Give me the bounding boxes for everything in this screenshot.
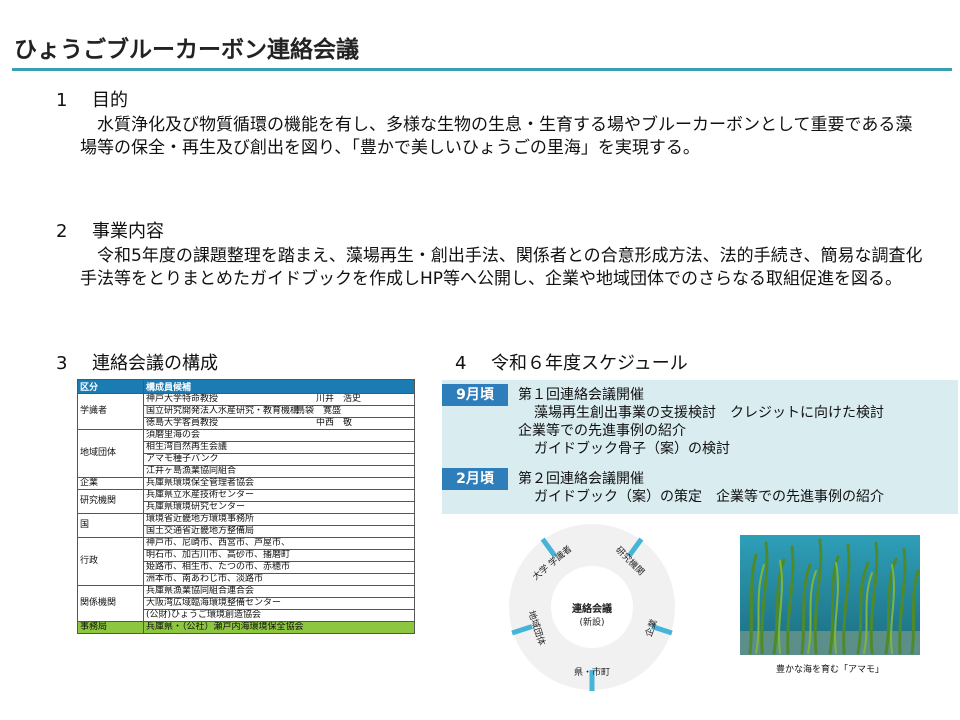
member-cell: 兵庫県・（公社）瀬戸内海環境保全協会 [143,621,415,634]
member-organization: 相生湾自然再生会議 [146,442,228,453]
organization-diagram: 連絡会議 (新設) 研究機関 企業 県・市町 地域団体 大学 学識者 [509,524,675,691]
member-organization: 兵庫県立水産技術センター [146,490,255,501]
member-organization: 兵庫県環境研究センター [146,502,246,513]
section-number: 3 [56,353,68,374]
member-organization: 兵庫県・（公社）瀬戸内海環境保全協会 [146,622,304,633]
member-organization: (公財)ひょうご環境創造協会 [146,610,262,621]
table-row: 事務局兵庫県・（公社）瀬戸内海環境保全協会 [77,621,415,634]
member-organization: 神戸大学特命教授 [146,394,219,405]
section-1-body: 水質浄化及び物質循環の機能を有し、多様な生物の生息・生育する場やブルーカーボンと… [80,115,913,158]
member-organization: 国立研究開発法人水産研究・教育機構 [146,406,300,417]
table-row: 国環境省近畿地方環境事務所 [77,513,415,538]
schedule-line: ガイドブック（案）の策定 企業等での先進事例の紹介 [534,489,884,505]
member-organization: 国土交通省近畿地方整備局 [146,526,255,537]
member-organization: 洲本市、南あわじ市、淡路市 [146,574,264,585]
table-row: 行政神戸市、尼崎市、西宮市、芦屋市、 [77,537,415,586]
month-badge: 9月頃 [442,384,508,406]
table-row: 地域団体須磨里海の会 [77,429,415,478]
section-1-heading: 1 目的 [56,86,128,112]
member-organization: 大阪湾広域臨海環境整備センター [146,598,282,609]
section-title: 目的 [92,90,128,111]
section-4-heading: 4 令和６年度スケジュール [455,349,688,375]
schedule-details: 第１回連絡会議開催 藻場再生創出事業の支援検討 クレジットに向けた検討 企業等で… [518,386,884,458]
segment-separators [511,537,673,691]
schedule-line: 第１回連絡会議開催 [518,387,644,403]
section-title: 事業内容 [92,221,164,242]
member-cell: 明石市、加古川市、高砂市、播磨町 [143,549,415,562]
title-underline [12,68,952,71]
category-cell: 学識者 [77,393,144,430]
category-cell: 地域団体 [77,429,144,478]
member-organization: 姫路市、相生市、たつの市、赤穂市 [146,562,291,573]
page-title: ひょうごブルーカーボン連絡会議 [14,37,359,63]
member-cell: (公財)ひょうご環境創造協会 [143,609,415,622]
member-cell: 須磨里海の会 [143,429,415,442]
member-cell: 洲本市、南あわじ市、淡路市 [143,573,415,586]
category-cell: 事務局 [77,621,144,634]
member-organization: 兵庫県漁業協同組合連合会 [146,586,255,597]
section-2-heading: 2 事業内容 [56,217,164,243]
section-number: 4 [455,353,467,374]
column-header: 区分 [77,379,144,394]
seagrass-photo [740,535,920,655]
section-title: 連絡会議の構成 [92,353,218,374]
table-row: 関係機関兵庫県漁業協同組合連合会 [77,585,415,622]
schedule-line: 企業等での先進事例の紹介 [518,423,686,439]
schedule-line: 藻場再生創出事業の支援検討 クレジットに向けた検討 [534,405,884,421]
member-cell: 江井ヶ島漁業協同組合 [143,465,415,478]
diagram-center-subtitle: (新設) [579,616,604,628]
member-organization: 須磨里海の会 [146,430,201,441]
member-organization: 神戸市、尼崎市、西宮市、芦屋市、 [146,538,291,549]
schedule-details: 第２回連絡会議開催 ガイドブック（案）の策定 企業等での先進事例の紹介 [518,470,884,506]
schedule-line: 第２回連絡会議開催 [518,471,644,487]
member-cell: 兵庫県環境保全管理者協会 [143,477,415,490]
table-row: 企業兵庫県環境保全管理者協会 [77,477,415,490]
section-number: 2 [56,221,68,242]
month-badge: 2月頃 [442,468,508,490]
member-organization: 徳島大学客員教授 [146,418,219,429]
member-cell: 相生湾自然再生会議 [143,441,415,454]
member-name: 鳥袋 寛盛 [296,406,342,417]
member-cell: 姫路市、相生市、たつの市、赤穂市 [143,561,415,574]
member-cell: 環境省近畿地方環境事務所 [143,513,415,526]
section-3-heading: 3 連絡会議の構成 [56,349,218,375]
table-row: 学識者神戸大学特命教授 川井 浩史 [77,393,415,430]
member-cell: 大阪湾広域臨海環境整備センター [143,597,415,610]
category-cell: 行政 [77,537,144,586]
member-name: 川井 浩史 [316,394,362,405]
member-name: 中西 敬 [316,418,353,429]
member-cell: 兵庫県立水産技術センター [143,489,415,502]
member-cell: 神戸大学特命教授 川井 浩史 [143,393,415,406]
category-cell: 企業 [77,477,144,490]
member-cell: 国土交通省近畿地方整備局 [143,525,415,538]
member-cell: アマモ種子バンク [143,453,415,466]
category-cell: 国 [77,513,144,538]
diagram-center-title: 連絡会議 [572,602,612,615]
table-header-row: 区分 構成員候補 [77,379,415,394]
members-table-body: 学識者神戸大学特命教授川井 浩史国立研究開発法人水産研究・教育機構鳥袋 寛盛徳島… [77,393,415,634]
diagram-ring [509,524,675,690]
segment-label-prefecture: 県・市町 [574,666,610,678]
member-cell: 兵庫県漁業協同組合連合会 [143,585,415,598]
member-organization: 明石市、加古川市、高砂市、播磨町 [146,550,291,561]
category-cell: 研究機関 [77,489,144,514]
column-header: 構成員候補 [143,379,415,394]
member-organization: 環境省近畿地方環境事務所 [146,514,255,525]
member-organization: 兵庫県環境保全管理者協会 [146,478,255,489]
member-organization: 江井ヶ島漁業協同組合 [146,466,237,477]
member-cell: 兵庫県環境研究センター [143,501,415,514]
members-table: 区分 構成員候補 学識者神戸大学特命教授川井 浩史国立研究開発法人水産研究・教育… [77,379,415,634]
section-2-body: 令和5年度の課題整理を踏まえ、藻場再生・創出手法、関係者との合意形成方法、法的手… [80,246,923,289]
schedule-panel: 9月頃 第１回連絡会議開催 藻場再生創出事業の支援検討 クレジットに向けた検討 … [442,380,958,514]
photo-caption: 豊かな海を育む「アマモ」 [775,665,884,675]
member-cell: 神戸市、尼崎市、西宮市、芦屋市、 [143,537,415,550]
section-title: 令和６年度スケジュール [491,353,688,374]
schedule-line: ガイドブック骨子（案）の検討 [534,441,730,457]
table-row: 研究機関兵庫県立水産技術センター [77,489,415,514]
member-organization: アマモ種子バンク [146,454,219,465]
category-cell: 関係機関 [77,585,144,622]
member-cell: 徳島大学客員教授 中西 敬 [143,417,415,430]
member-cell: 国立研究開発法人水産研究・教育機構鳥袋 寛盛 [143,405,415,418]
section-number: 1 [56,90,68,111]
